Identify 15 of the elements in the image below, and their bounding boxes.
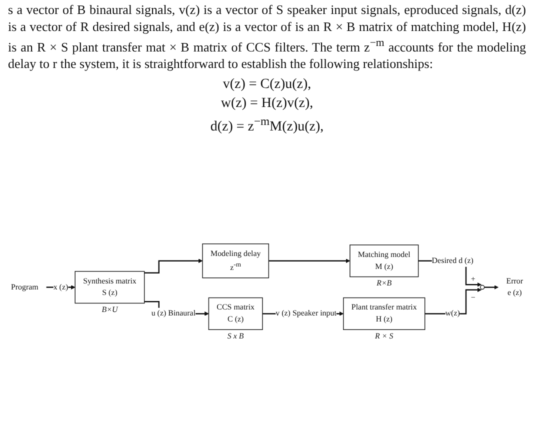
- arrow: [424, 287, 482, 314]
- equation: w(z) = H(z)v(z),: [220, 96, 314, 112]
- arrow: [268, 258, 350, 263]
- paragraph-text: s a vector of B binaural signals, v(z) is a vector of S speaker input signals, eproduced signals, d(z) is a vector of R desired signals, and e(z) is a vector of is an R × B matrix of matching model, H(z) is an R × S plant transfer mat × B matrix of CCS filters. The term z$^{−m}$ accounts for the modeling delay to r the system, it is straightforward to establish the following relationships:: [8, 2, 526, 73]
- equation: v(z) = C(z)u(z),: [222, 76, 312, 93]
- arrow: [144, 258, 203, 274]
- arrow: [484, 284, 498, 290]
- node-circle: [480, 284, 485, 290]
- equation: d(z) = z$^{−m}$M(z)u(z),: [209, 114, 325, 136]
- sign-label: +: [470, 274, 476, 283]
- sign-label: −: [470, 292, 476, 302]
- node-annotation: R × S: [375, 331, 394, 340]
- node-annotation: S x B: [227, 331, 244, 340]
- node-annotation: R×B: [376, 278, 392, 288]
- node-annotation: B×U: [102, 304, 118, 314]
